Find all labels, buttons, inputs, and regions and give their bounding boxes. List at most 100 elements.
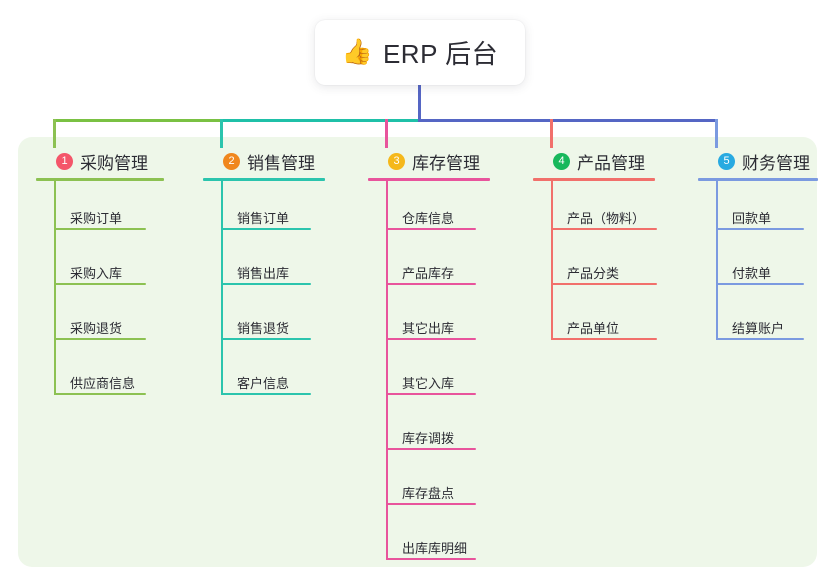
branch-item[interactable]: 产品分类 bbox=[533, 236, 657, 291]
branch-item[interactable]: 回款单 bbox=[698, 181, 810, 236]
branch-header-rule bbox=[203, 178, 325, 181]
thumbs-up-icon: 👍 bbox=[341, 38, 373, 66]
branch-item[interactable]: 产品单位 bbox=[533, 291, 657, 346]
branch-item-list: 采购订单采购入库采购退货供应商信息 bbox=[36, 181, 148, 401]
branch-header-3[interactable]: 3 库存管理 bbox=[368, 148, 480, 174]
branch-item-rule bbox=[386, 338, 476, 340]
branch-item-label: 销售订单 bbox=[237, 211, 290, 226]
branch-item[interactable]: 产品库存 bbox=[368, 236, 480, 291]
connector-bar-left bbox=[54, 119, 221, 122]
branch-item-label: 客户信息 bbox=[237, 376, 290, 391]
branch-title: 销售管理 bbox=[247, 153, 315, 173]
diagram-panel bbox=[18, 137, 817, 567]
branch-item-rule bbox=[716, 338, 804, 340]
branch-item[interactable]: 仓库信息 bbox=[368, 181, 480, 236]
branch-drop-1 bbox=[52, 119, 56, 148]
branch-number-badge: 2 bbox=[223, 152, 240, 170]
branch-column-3: 3 库存管理仓库信息产品库存其它出库其它入库库存调拨库存盘点出库库明细 bbox=[368, 148, 490, 566]
branch-item-label: 结算账户 bbox=[732, 321, 785, 336]
branch-item-label: 库存调拨 bbox=[402, 431, 455, 446]
branch-item-label: 供应商信息 bbox=[70, 376, 136, 391]
branch-number-badge: 3 bbox=[388, 152, 405, 170]
branch-title: 库存管理 bbox=[412, 153, 480, 173]
branch-item[interactable]: 其它出库 bbox=[368, 291, 480, 346]
branch-item[interactable]: 客户信息 bbox=[203, 346, 315, 401]
branch-item-label: 其它入库 bbox=[402, 376, 455, 391]
branch-item-rule bbox=[386, 503, 476, 505]
branch-item-list: 销售订单销售出库销售退货客户信息 bbox=[203, 181, 315, 401]
branch-stem-line bbox=[386, 181, 388, 560]
branch-item-list: 仓库信息产品库存其它出库其它入库库存调拨库存盘点出库库明细 bbox=[368, 181, 480, 566]
branch-item-label: 销售出库 bbox=[237, 266, 290, 281]
branch-item[interactable]: 其它入库 bbox=[368, 346, 480, 401]
branch-item-label: 其它出库 bbox=[402, 321, 455, 336]
connector-bar-right bbox=[417, 119, 718, 122]
branch-number-badge: 5 bbox=[718, 152, 735, 170]
branch-header-5[interactable]: 5 财务管理 bbox=[698, 148, 810, 174]
branch-item-label: 付款单 bbox=[732, 266, 772, 281]
branch-item-rule bbox=[54, 283, 146, 285]
branch-header-rule bbox=[36, 178, 164, 181]
branch-item[interactable]: 采购退货 bbox=[36, 291, 148, 346]
branch-item-label: 仓库信息 bbox=[402, 211, 455, 226]
branch-item[interactable]: 销售出库 bbox=[203, 236, 315, 291]
branch-stem-line bbox=[551, 181, 553, 340]
branch-item-label: 回款单 bbox=[732, 211, 772, 226]
branch-item-rule bbox=[221, 283, 311, 285]
branch-column-4: 4 产品管理产品（物料） 产品分类产品单位 bbox=[533, 148, 657, 346]
branch-item-list: 回款单付款单结算账户 bbox=[698, 181, 810, 346]
branch-item[interactable]: 结算账户 bbox=[698, 291, 810, 346]
branch-item-label: 采购入库 bbox=[70, 266, 123, 281]
branch-item-rule bbox=[716, 283, 804, 285]
branch-title: 采购管理 bbox=[80, 153, 148, 173]
branch-item[interactable]: 产品（物料） bbox=[533, 181, 657, 236]
branch-stem-line bbox=[54, 181, 56, 395]
branch-item[interactable]: 销售退货 bbox=[203, 291, 315, 346]
branch-column-5: 5 财务管理回款单付款单结算账户 bbox=[698, 148, 818, 346]
branch-item[interactable]: 库存调拨 bbox=[368, 401, 480, 456]
branch-drop-3 bbox=[384, 119, 388, 148]
branch-item-rule bbox=[386, 393, 476, 395]
branch-item-label: 采购订单 bbox=[70, 211, 123, 226]
branch-item-rule bbox=[551, 338, 657, 340]
page-title: ERP 后台 bbox=[382, 39, 499, 69]
branch-header-rule bbox=[368, 178, 490, 181]
branch-item-rule bbox=[221, 338, 311, 340]
branch-item[interactable]: 付款单 bbox=[698, 236, 810, 291]
branch-item[interactable]: 供应商信息 bbox=[36, 346, 148, 401]
branch-drop-4 bbox=[549, 119, 553, 148]
branch-header-2[interactable]: 2 销售管理 bbox=[203, 148, 315, 174]
branch-drop-2 bbox=[219, 119, 223, 148]
branch-header-4[interactable]: 4 产品管理 bbox=[533, 148, 645, 174]
branch-item-rule bbox=[221, 393, 311, 395]
branch-item[interactable]: 采购入库 bbox=[36, 236, 148, 291]
branch-title: 财务管理 bbox=[742, 153, 810, 173]
branch-item[interactable]: 销售订单 bbox=[203, 181, 315, 236]
branch-item-label: 产品分类 bbox=[567, 266, 620, 281]
branch-item-label: 产品库存 bbox=[402, 266, 455, 281]
root-node[interactable]: 👍 ERP 后台 bbox=[315, 20, 525, 85]
branch-item-rule bbox=[716, 228, 804, 230]
branch-item-label: 销售退货 bbox=[237, 321, 290, 336]
branch-item-list: 产品（物料） 产品分类产品单位 bbox=[533, 181, 657, 346]
branch-item-rule bbox=[551, 228, 657, 230]
branch-item-rule bbox=[54, 228, 146, 230]
branch-item[interactable]: 出库库明细 bbox=[368, 511, 480, 566]
branch-item-label: 出库库明细 bbox=[402, 541, 468, 556]
branch-title: 产品管理 bbox=[577, 153, 645, 173]
branch-item-rule bbox=[54, 338, 146, 340]
branch-item[interactable]: 库存盘点 bbox=[368, 456, 480, 511]
branch-header-rule bbox=[533, 178, 655, 181]
branch-item-rule bbox=[386, 558, 476, 560]
branch-item-label: 产品单位 bbox=[567, 321, 620, 336]
branch-item[interactable]: 采购订单 bbox=[36, 181, 148, 236]
branch-drop-5 bbox=[714, 119, 718, 148]
branch-number-badge: 4 bbox=[553, 152, 570, 170]
branch-header-rule bbox=[698, 178, 818, 181]
branch-stem-line bbox=[716, 181, 718, 340]
branch-column-2: 2 销售管理销售订单销售出库销售退货客户信息 bbox=[203, 148, 325, 401]
branch-item-rule bbox=[54, 393, 146, 395]
